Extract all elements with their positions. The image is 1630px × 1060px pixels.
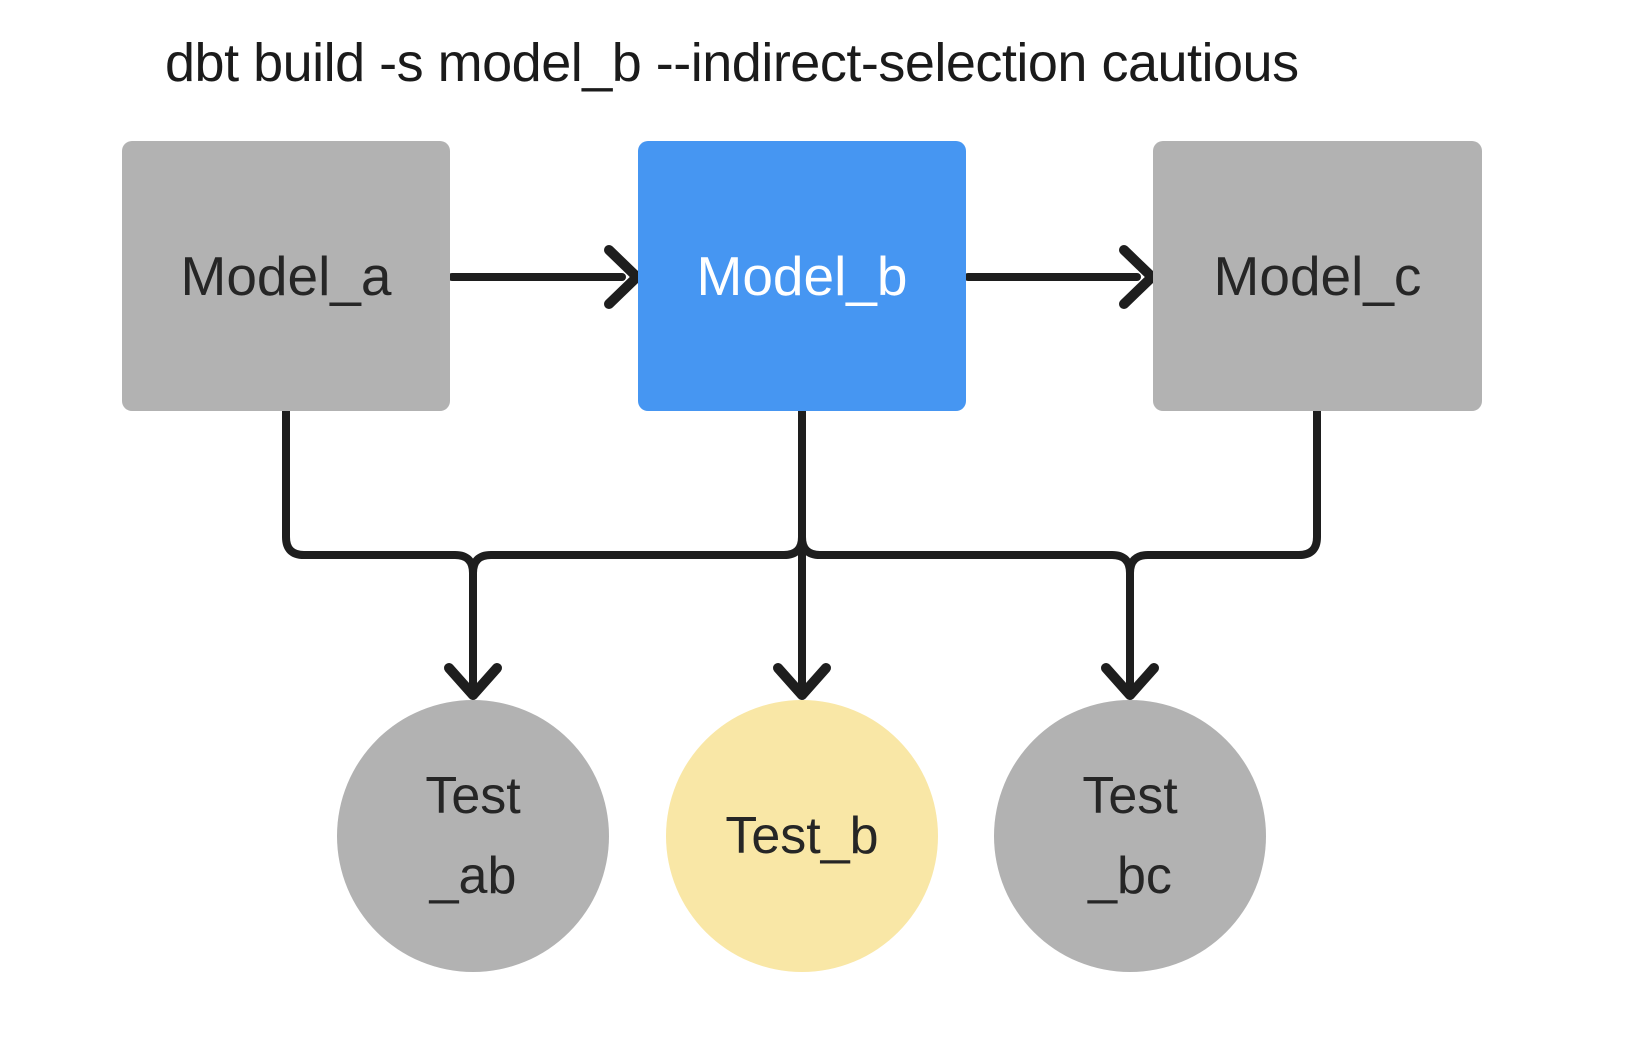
node-model-c: Model_c	[1153, 141, 1482, 411]
arrowhead-into-test-bc-icon	[1101, 663, 1159, 700]
diagram-title: dbt build -s model_b --indirect-selectio…	[165, 33, 1299, 93]
node-model-a-label: Model_a	[180, 245, 392, 307]
node-test-ab-label: Test _ab	[425, 756, 520, 916]
node-test-bc-label-line2: _bc	[1088, 847, 1172, 905]
node-test-ab-label-line1: Test	[425, 767, 521, 825]
node-test-ab: Test _ab	[337, 700, 609, 972]
node-test-bc-label: Test _bc	[1082, 756, 1177, 916]
edge-group	[282, 245, 1321, 700]
node-test-ab-label-line2: _ab	[429, 847, 517, 905]
arrowhead-into-test-ab-icon	[444, 663, 502, 700]
edge-model-a-to-test-ab	[282, 407, 477, 692]
node-test-b-label-line1: Test_b	[725, 807, 879, 865]
node-model-b: Model_b	[638, 141, 966, 411]
edge-model-c-to-test-bc	[1126, 407, 1321, 692]
node-model-a: Model_a	[122, 141, 450, 411]
arrowhead-into-model-c-icon	[1119, 245, 1157, 309]
node-test-bc: Test _bc	[994, 700, 1266, 972]
node-test-b: Test_b	[666, 700, 938, 972]
node-test-b-label: Test_b	[725, 796, 878, 876]
node-model-b-label: Model_b	[696, 245, 908, 307]
node-model-c-label: Model_c	[1213, 245, 1422, 307]
node-test-bc-label-line1: Test	[1082, 767, 1178, 825]
arrowhead-into-test-b-icon	[773, 663, 831, 700]
arrowhead-into-model-b-icon	[604, 245, 642, 309]
edge-model-b-to-test-bc	[798, 407, 1134, 577]
edge-model-b-to-test-ab	[469, 407, 806, 577]
